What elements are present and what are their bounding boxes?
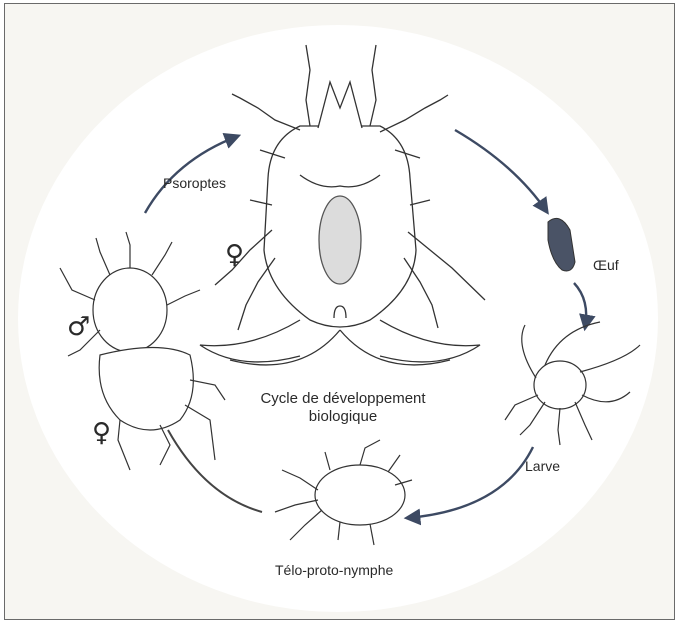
larva <box>505 322 640 445</box>
label-larva: Larve <box>525 458 560 474</box>
egg <box>548 218 575 271</box>
arrow-to-nymph <box>407 447 533 518</box>
label-nymph: Télo-proto-nymphe <box>275 562 393 578</box>
diagram-title-line2: biologique <box>228 408 458 426</box>
arrow-to-pair <box>168 430 262 512</box>
egg-inside <box>319 196 361 284</box>
arrow-to-egg <box>455 130 547 212</box>
diagram-title-line1: Cycle de développement <box>228 390 458 408</box>
male-symbol: ♂ <box>67 314 90 340</box>
adult-mite <box>200 45 485 365</box>
diagram-title: Cycle de développement biologique <box>228 390 458 426</box>
mating-pair <box>60 232 225 470</box>
label-psoroptes: Psoroptes <box>163 175 226 191</box>
female-symbol-main: ♀ <box>225 242 244 268</box>
female-symbol-pair: ♀ <box>92 420 111 446</box>
nymph <box>275 440 412 545</box>
label-egg: Œuf <box>593 257 619 273</box>
arrow-to-larva <box>574 283 586 328</box>
